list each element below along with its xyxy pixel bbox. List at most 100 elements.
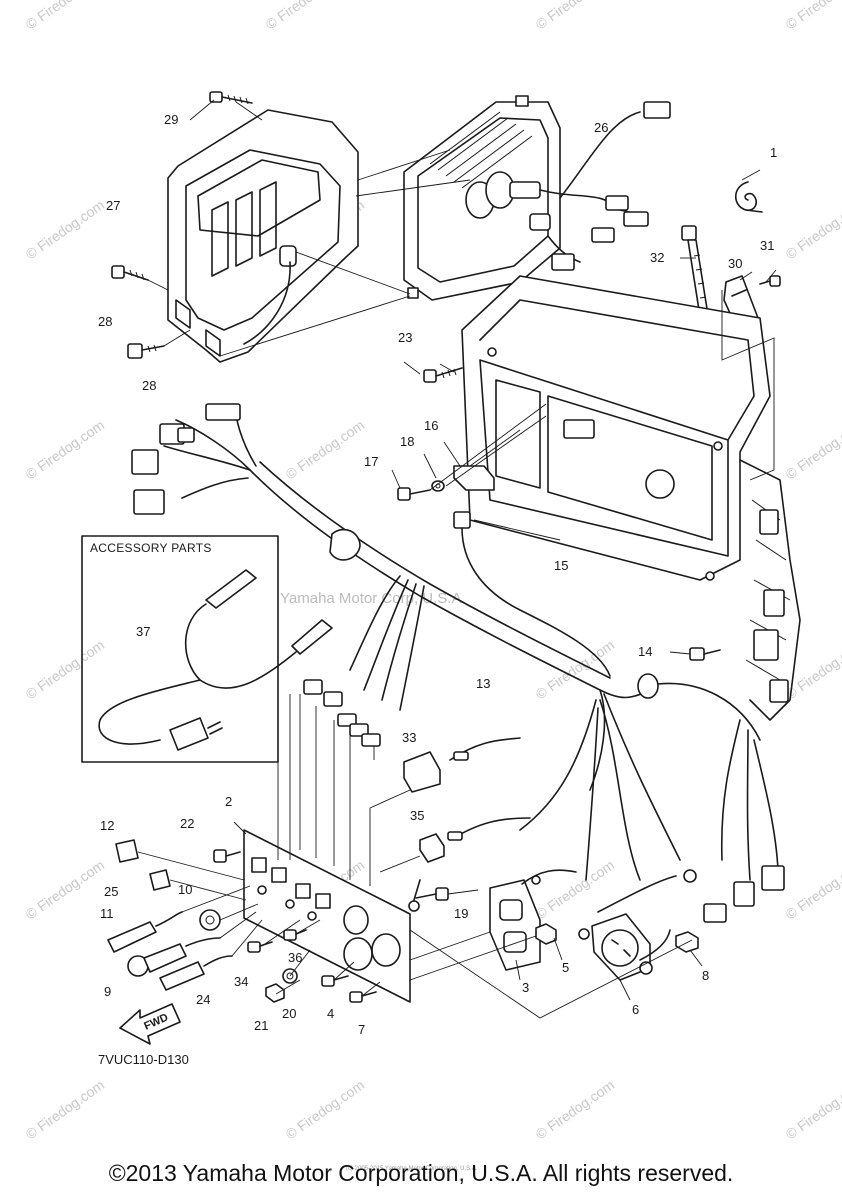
callout-3: 3 [522,980,529,995]
callout-numbers: 1 2 3 4 5 6 7 8 9 10 11 12 13 14 15 16 1… [98,112,777,1037]
callout-32: 32 [650,250,664,265]
callout-19: 19 [454,906,468,921]
callout-31: 31 [760,238,774,253]
watermark: © Firedog.com [533,1077,618,1143]
part-24-fuse [159,955,233,991]
assembly-lines [137,99,777,1019]
part-21-nut [265,983,285,1003]
callout-18: 18 [400,434,414,449]
part-31-screw [759,275,781,287]
tiny-copyright: (c) 2005-2015 Yamaha Motor Corporation, … [346,1166,478,1172]
part-3-outlet [489,869,577,971]
callout-12: 12 [100,818,114,833]
watermark: © Firedog.com [783,857,842,923]
watermark: © Firedog.com [783,197,842,263]
watermark: © Firedog.com [283,417,368,483]
callout-2: 2 [225,794,232,809]
callout-24: 24 [196,992,210,1007]
part-22-screw [213,849,241,863]
copyright-footer: ©2013 Yamaha Motor Corporation, U.S.A. A… [108,1160,734,1186]
callout-14: 14 [638,644,652,659]
callout-4: 4 [327,1006,334,1021]
callout-8: 8 [702,968,709,983]
part-33-switch [403,737,521,793]
callout-25: 25 [104,884,118,899]
part-9-lamp [127,937,221,977]
callout-6: 6 [632,1002,639,1017]
callout-5: 5 [562,960,569,975]
part-26-controller [403,95,671,301]
callout-20: 20 [282,1006,296,1021]
part-5-nut [535,923,557,945]
part-4-screw [321,975,349,987]
callout-16: 16 [424,418,438,433]
diagram-code: 7VUC110-D130 [98,1052,189,1067]
callout-9: 9 [104,984,111,999]
callout-10: 10 [178,882,192,897]
part-7-screw [349,991,377,1003]
part-18-washer [431,480,445,492]
watermark: © Firedog.com [23,857,108,923]
part-14-screw [689,647,721,661]
callout-28b: 28 [142,378,156,393]
accessory-label: ACCESSORY PARTS [90,541,212,555]
connector-15 [453,511,611,677]
watermark-center: Yamaha Motor Corp, U.S.A. [280,590,466,607]
callout-26: 26 [594,120,608,135]
part-19-screw [408,879,449,912]
watermark: © Firedog.com [263,0,348,32]
part-6-receptacle [578,875,677,981]
part-2-panel [243,829,411,1003]
watermark: © Firedog.com [23,417,108,483]
watermark: © Firedog.com [23,637,108,703]
part-29-bolt [209,91,253,105]
callout-35: 35 [410,808,424,823]
watermark: © Firedog.com [783,0,842,32]
part-15-housing [461,275,771,581]
part-35-switch [419,817,531,863]
callout-33: 33 [402,730,416,745]
callout-1: 1 [770,145,777,160]
callout-27: 27 [106,198,120,213]
part-8-nut [675,931,699,953]
callout-30: 30 [728,256,742,271]
part-27-cover [167,109,359,363]
callout-34: 34 [234,974,248,989]
watermark: © Firedog.com [783,1077,842,1143]
watermark: © Firedog.com [23,0,108,32]
callout-21: 21 [254,1018,268,1033]
callout-13: 13 [476,676,490,691]
part-34-screw [247,941,273,953]
engine-detail [739,459,801,721]
part-17-screw [397,487,431,501]
part-16-cap [453,465,495,491]
watermark: © Firedog.com [533,0,618,32]
callout-28a: 28 [98,314,112,329]
callout-11: 11 [100,906,114,921]
callout-29: 29 [164,112,178,127]
callout-17: 17 [364,454,378,469]
part-13-harness [131,403,785,923]
part-12-switch [115,839,139,863]
callout-37: 37 [136,624,150,639]
watermark: © Firedog.com [783,417,842,483]
callout-15: 15 [554,558,568,573]
accessory-box: ACCESSORY PARTS [81,535,333,763]
part-28-bolts [111,265,165,359]
wire-bundle [303,575,425,747]
part-25-switch [149,869,171,891]
fwd-arrow: FWD [119,1003,181,1045]
watermark: © Firedog.com [23,1077,108,1143]
part-36-screw [283,929,307,941]
part-23-screw [423,367,463,383]
watermark: © Firedog.com [283,1077,368,1143]
callout-22: 22 [180,816,194,831]
part-1-clip [734,181,763,213]
callout-7: 7 [358,1022,365,1037]
part-11-fuse [107,911,183,953]
watermark: © Firedog.com [533,857,618,923]
callout-36: 36 [288,950,302,965]
callout-23: 23 [398,330,412,345]
part-10-grommet [199,909,221,931]
